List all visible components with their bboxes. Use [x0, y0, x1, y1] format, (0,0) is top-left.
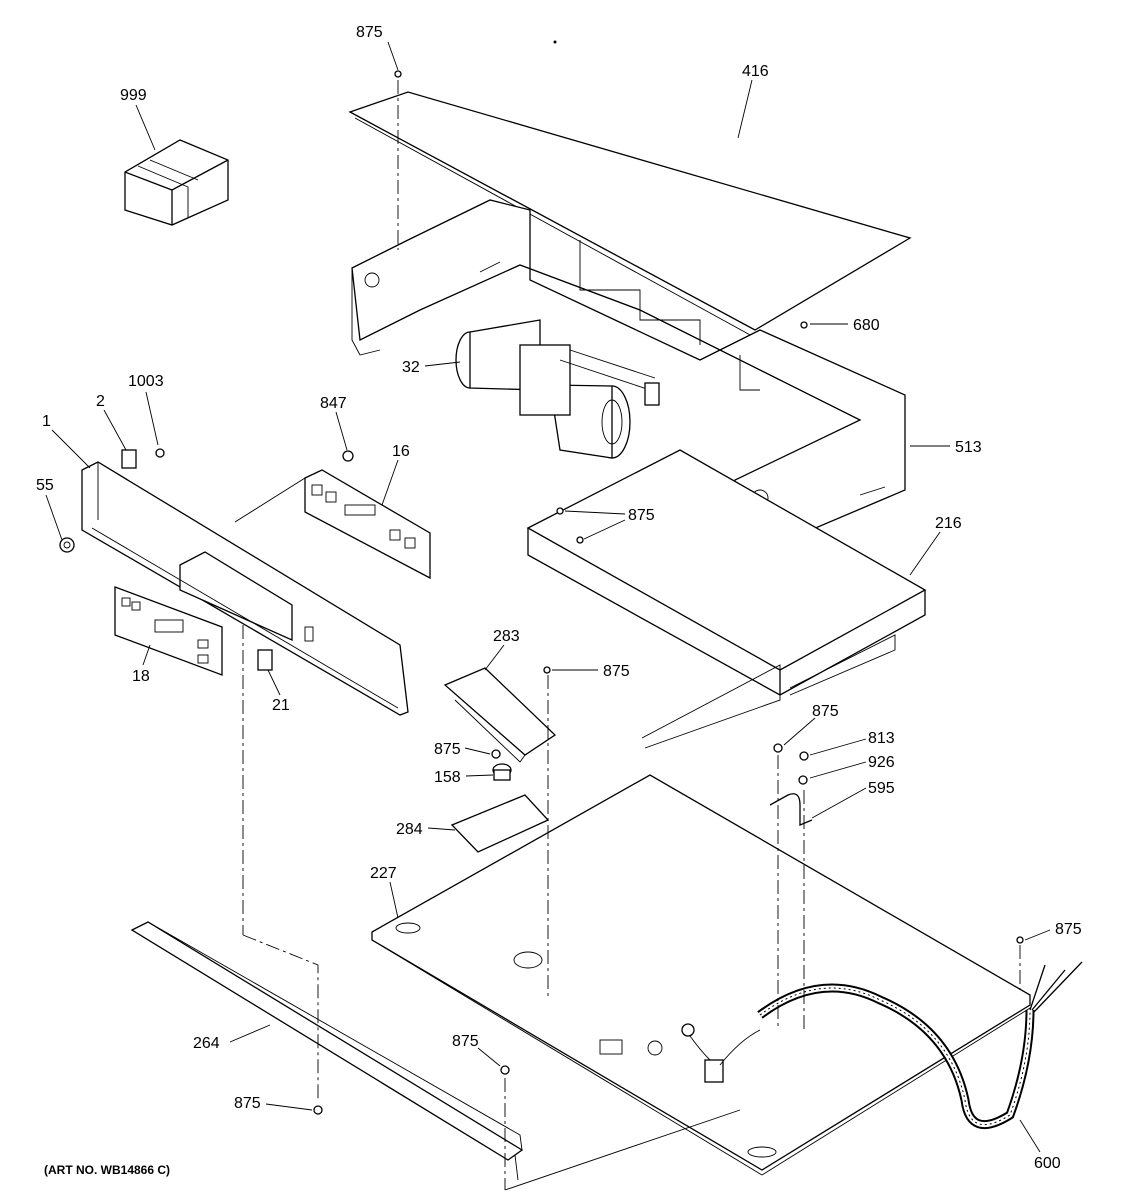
callout-158: 158 [434, 769, 461, 786]
callout-926: 926 [868, 754, 895, 771]
part-21-switch [257, 649, 273, 671]
part-227-bottom-panel [371, 774, 1031, 1176]
callout-264: 264 [193, 1035, 220, 1052]
callout-513: 513 [955, 439, 982, 456]
callout-416: 416 [742, 63, 769, 80]
part-1003-screw [155, 448, 165, 458]
callout-2: 2 [96, 393, 105, 410]
callout-16: 16 [392, 443, 410, 460]
part-283-duct [443, 667, 557, 763]
part-264-front-rail [130, 921, 524, 1181]
callout-595: 595 [868, 780, 895, 797]
part-2-bracket [121, 449, 137, 469]
callout-875-bottom: 875 [452, 1033, 479, 1050]
part-875-screws [313, 70, 1024, 1115]
callout-21: 21 [272, 697, 290, 714]
alignment-lines [242, 80, 1021, 1191]
part-18-overlay [114, 586, 223, 676]
callout-875-top: 875 [356, 24, 383, 41]
part-16-control-board [234, 469, 431, 580]
callout-875-mid: 875 [628, 507, 655, 524]
callout-283: 283 [493, 628, 520, 645]
callout-284: 284 [396, 821, 423, 838]
callout-labels: 875 416 999 680 32 1003 2 1 847 16 513 5… [36, 24, 1082, 1172]
callout-875-right: 875 [812, 703, 839, 720]
callout-875-bottom-left: 875 [234, 1095, 261, 1112]
callout-32: 32 [402, 359, 420, 376]
part-595-clamp [769, 793, 813, 826]
callout-1003: 1003 [128, 373, 164, 390]
part-926-washer [798, 775, 808, 785]
part-600-power-cord [681, 961, 1083, 1129]
callout-1: 1 [42, 413, 51, 430]
leader-lines [45, 41, 1051, 1153]
callout-875-left: 875 [434, 741, 461, 758]
part-999-box [124, 139, 229, 226]
callout-999: 999 [120, 87, 147, 104]
art-number: (ART NO. WB14866 C) [44, 1163, 170, 1177]
part-158-thermostat [492, 763, 512, 781]
callout-847: 847 [320, 395, 347, 412]
callout-680: 680 [853, 317, 880, 334]
callout-216: 216 [935, 515, 962, 532]
part-216-tray [526, 449, 927, 749]
part-1-control-panel [81, 461, 409, 716]
callout-875-far-right: 875 [1055, 921, 1082, 938]
callout-227: 227 [370, 865, 397, 882]
part-32-blower [455, 319, 660, 459]
callout-875-center: 875 [603, 663, 630, 680]
part-416-top-cover [348, 40, 912, 337]
callout-18: 18 [132, 668, 150, 685]
part-55-knob [59, 537, 75, 553]
callout-813: 813 [868, 730, 895, 747]
part-847-screw [342, 450, 354, 462]
callout-55: 55 [36, 477, 54, 494]
part-813-screw [799, 751, 809, 761]
callout-600: 600 [1034, 1155, 1061, 1172]
